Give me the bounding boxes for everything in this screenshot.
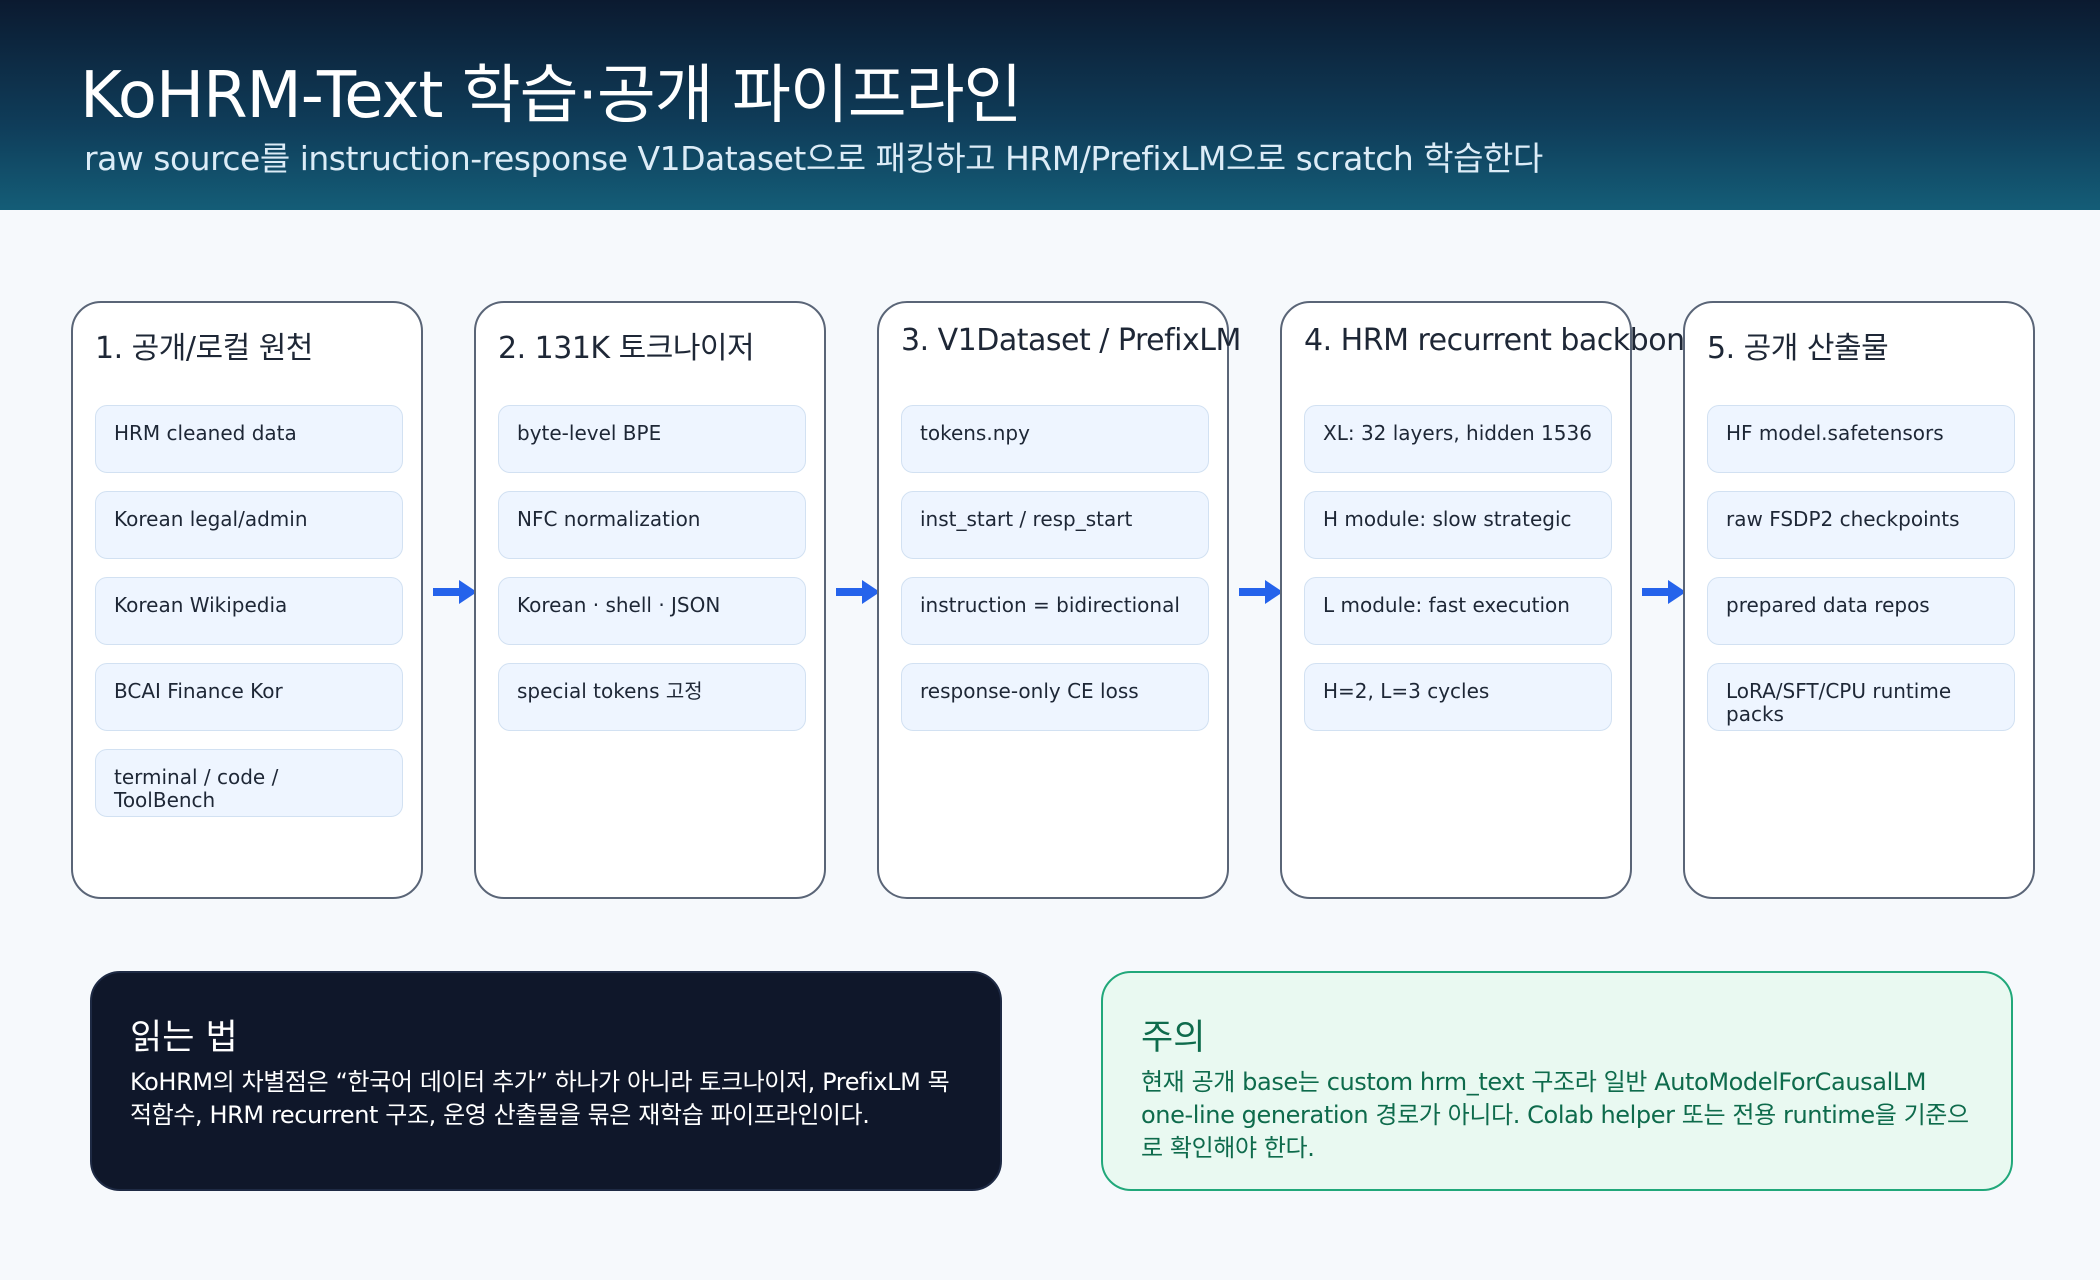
stage-item: byte-level BPE	[498, 405, 806, 473]
stage-item: Korean legal/admin	[95, 491, 403, 559]
stage-item: response-only CE loss	[901, 663, 1209, 731]
stage-tokenizer: 2. 131K 토크나이저 byte-level BPE NFC normali…	[474, 301, 826, 899]
arrow-right-icon	[1239, 580, 1283, 604]
stage-item: L module: fast execution	[1304, 577, 1612, 645]
reading-guide-note: 읽는 법 KoHRM의 차별점은 “한국어 데이터 추가” 하나가 아니라 토크…	[90, 971, 1002, 1191]
stage-artifacts: 5. 공개 산출물 HF model.safetensors raw FSDP2…	[1683, 301, 2035, 899]
stage-item: HRM cleaned data	[95, 405, 403, 473]
header-banner: KoHRM-Text 학습·공개 파이프라인 raw source를 instr…	[0, 0, 2100, 210]
stage-title: 3. V1Dataset / PrefixLM	[901, 323, 1241, 358]
stage-item: inst_start / resp_start	[901, 491, 1209, 559]
note-text: 현재 공개 base는 custom hrm_text 구조라 일반 AutoM…	[1141, 1068, 1969, 1162]
stage-item: HF model.safetensors	[1707, 405, 2015, 473]
stage-backbone: 4. HRM recurrent backbone XL: 32 layers,…	[1280, 301, 1703, 899]
stage-item: special tokens 고정	[498, 663, 806, 731]
page-title: KoHRM-Text 학습·공개 파이프라인	[80, 59, 1022, 133]
stage-title: 2. 131K 토크나이저	[498, 331, 755, 366]
caution-note: 주의 현재 공개 base는 custom hrm_text 구조라 일반 Au…	[1101, 971, 2013, 1191]
stage-sources: 1. 공개/로컬 원천 HRM cleaned data Korean lega…	[71, 301, 423, 899]
stage-item: prepared data repos	[1707, 577, 2015, 645]
stage-item: Korean Wikipedia	[95, 577, 403, 645]
stage-item: H module: slow strategic	[1304, 491, 1612, 559]
stage-title: 1. 공개/로컬 원천	[95, 331, 313, 366]
arrow-right-icon	[1642, 580, 1686, 604]
stage-item: Korean · shell · JSON	[498, 577, 806, 645]
stage-item: instruction = bidirectional	[901, 577, 1209, 645]
stage-item: NFC normalization	[498, 491, 806, 559]
note-title: 읽는 법	[130, 1018, 238, 1058]
note-title: 주의	[1141, 1018, 1206, 1058]
arrow-right-icon	[433, 580, 477, 604]
stage-item: terminal / code / ToolBench	[95, 749, 403, 817]
stage-item: BCAI Finance Kor	[95, 663, 403, 731]
stage-title: 5. 공개 산출물	[1707, 331, 1889, 366]
stage-item: tokens.npy	[901, 405, 1209, 473]
stage-title: 4. HRM recurrent backbone	[1304, 323, 1703, 358]
arrow-right-icon	[836, 580, 880, 604]
stage-item: raw FSDP2 checkpoints	[1707, 491, 2015, 559]
stage-item: LoRA/SFT/CPU runtime packs	[1707, 663, 2015, 731]
stage-item: H=2, L=3 cycles	[1304, 663, 1612, 731]
page-subtitle: raw source를 instruction-response V1Datas…	[84, 139, 1543, 178]
stage-dataset: 3. V1Dataset / PrefixLM tokens.npy inst_…	[877, 301, 1241, 899]
note-text: KoHRM의 차별점은 “한국어 데이터 추가” 하나가 아니라 토크나이저, …	[130, 1068, 950, 1129]
stage-item: XL: 32 layers, hidden 1536	[1304, 405, 1612, 473]
